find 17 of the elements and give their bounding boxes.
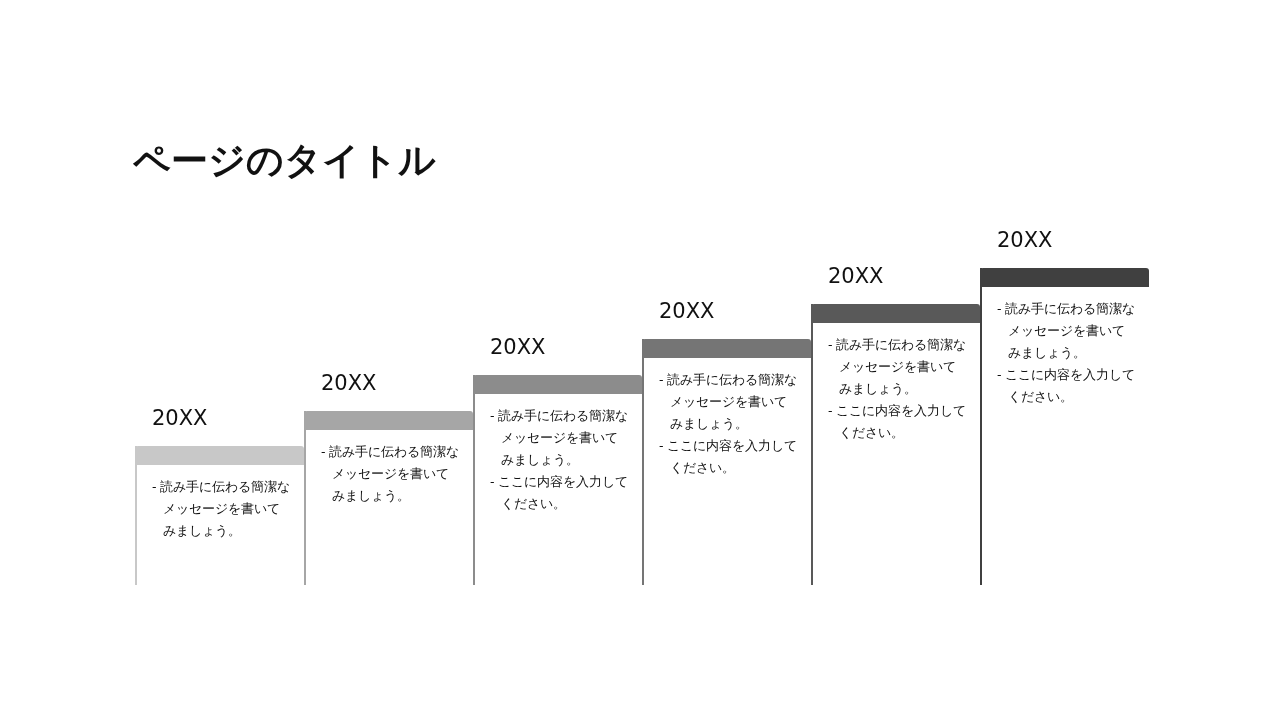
bullet-text: - 読み手に伝わる簡潔なメッセージを書いてみましょう。 (321, 443, 460, 505)
bullet-text: - 読み手に伝わる簡潔なメッセージを書いてみましょう。 (997, 300, 1136, 362)
year-heading: 20XX (321, 371, 377, 395)
year-heading: 20XX (828, 264, 884, 288)
year-heading: 20XX (997, 228, 1053, 252)
bullet-text: - 読み手に伝わる簡潔なメッセージを書いてみましょう。 (152, 478, 291, 540)
bullet-text: - ここに内容を入力してください。 (997, 366, 1136, 406)
bullet-text: - 読み手に伝わる簡潔なメッセージを書いてみましょう。 (828, 336, 967, 398)
page-title: ページのタイトル (133, 138, 436, 184)
bullet-text: - ここに内容を入力してください。 (659, 437, 798, 477)
bullet-text: - 読み手に伝わる簡潔なメッセージを書いてみましょう。 (490, 407, 629, 469)
year-heading: 20XX (152, 406, 208, 430)
bullet-text: - ここに内容を入力してください。 (828, 402, 967, 442)
bullet-text: - 読み手に伝わる簡潔なメッセージを書いてみましょう。 (659, 371, 798, 433)
year-heading: 20XX (659, 299, 715, 323)
year-heading: 20XX (490, 335, 546, 359)
bullet-text: - ここに内容を入力してください。 (490, 473, 629, 513)
